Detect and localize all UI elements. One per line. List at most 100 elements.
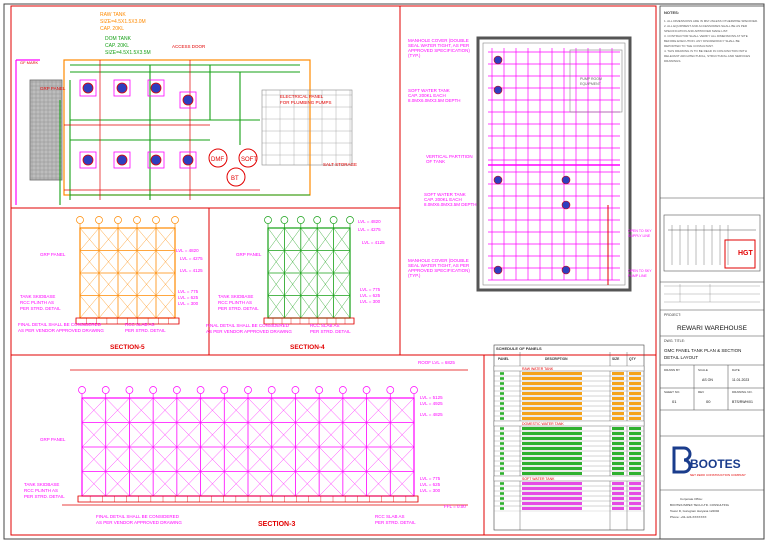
dom-tank-label-1: DOM TANK — [105, 36, 132, 42]
schedule-row-text — [522, 482, 582, 485]
schedule-row-qty — [629, 382, 641, 385]
s5-final-detail-2: AS PER VENDOR APPROVED DRAWING — [18, 328, 104, 333]
panel-brace — [366, 397, 391, 423]
dmf-label: DMF — [211, 157, 224, 163]
dwg-title-label: DWG. TITLE: — [664, 339, 685, 343]
soft-water-tank-plan: PUMP ROOM EQUIPMENT — [476, 36, 632, 292]
schedule-group-name: DOMESTIC WATER TANK — [522, 422, 564, 426]
notes-heading: NOTES: — [664, 10, 679, 15]
soft-tank-2-line-1: SOFT WATER TANK — [424, 192, 466, 197]
panel-brace — [271, 471, 296, 497]
panel-brace — [152, 397, 178, 423]
schedule-row-qty — [629, 397, 641, 400]
panel-brace — [317, 250, 334, 274]
pump-icon — [116, 82, 128, 94]
notes-lines: 1. ALL DIMENSIONS ARE IN MM UNLESS OTHER… — [664, 19, 758, 63]
panel-brace — [224, 471, 249, 497]
s5-lvl-300: LVL = 300 — [178, 301, 199, 306]
pump-icon — [116, 154, 128, 166]
vent-icon — [339, 386, 347, 394]
panel-brace — [267, 250, 285, 274]
company-logo — [672, 446, 692, 474]
electrical-panel-label-2: FOR PLUMBING PUMPS — [280, 100, 332, 105]
schedule-row-marker — [500, 417, 504, 420]
section-5-elevation — [75, 216, 180, 325]
pipe-network — [59, 60, 352, 205]
schedule-row-size — [612, 432, 624, 435]
panel-brace — [105, 397, 130, 423]
s3-lvl-5125: LVL = 5125 — [420, 395, 443, 400]
drawing-no: BTS/RWH/01 — [732, 400, 753, 404]
schedule-row-size — [612, 487, 624, 490]
schedule-row-size — [612, 467, 624, 470]
scale-label: SCALE — [698, 368, 708, 372]
ffl-label: FFL = 0.00 — [444, 504, 466, 509]
panel-brace — [129, 422, 154, 448]
panel-brace — [295, 471, 320, 497]
manhole-bottom-1: MANHOLE COVER (DOUBLE — [408, 258, 469, 263]
s4-lvl-4275: LVL = 4275 — [358, 227, 381, 232]
tank-wall-inner — [482, 42, 626, 286]
dwg-title-1: GMC PANEL TANK PLAN & SECTION — [664, 348, 741, 353]
soft-tank-2-line-2: CAP. 200KL EACH — [424, 197, 462, 202]
date-value: 11.01.2023 — [732, 378, 749, 382]
panel-brace — [295, 422, 320, 448]
room-outline — [63, 59, 311, 196]
panel-grid — [488, 48, 620, 285]
roof-level-label: ROOF LVL = 6825 — [418, 360, 455, 365]
panel-brace — [300, 227, 318, 251]
panel-brace — [98, 250, 119, 274]
panel-brace — [318, 397, 344, 423]
schedule-row-marker — [500, 507, 504, 510]
sheet-label: SHEET NO. — [664, 390, 680, 394]
schedule-row-text — [522, 432, 582, 435]
s5-rcc-slab-2: PER STRD. DETAIL — [125, 328, 166, 333]
dom-tank-label-3: SIZE=4.5X1.5X3.5M — [105, 50, 151, 56]
raw-tank-label-1: RAW TANK — [100, 12, 126, 18]
pump-icon — [82, 154, 94, 166]
plan-grp-panel-label: GRP PANEL — [40, 86, 66, 91]
panel-brace — [247, 471, 272, 497]
panel-brace — [317, 227, 334, 251]
project-label: PROJECT: — [664, 313, 681, 317]
s4-lvl-4125: LVL = 4125 — [362, 240, 385, 245]
pump-icon — [182, 154, 194, 166]
panel-brace — [176, 422, 201, 448]
softener-icon — [238, 148, 258, 168]
panel-brace — [390, 397, 415, 423]
schedule-row-marker — [500, 462, 504, 465]
right-note-2a: OPEN TO SKY — [628, 269, 652, 273]
panel-brace — [117, 272, 138, 296]
schedule-title: SCHEDULE OF PANELS — [496, 346, 542, 351]
panel-brace — [129, 471, 154, 497]
vent-icon — [133, 216, 141, 224]
schedule-row-size — [612, 442, 624, 445]
schedule-row-marker — [500, 452, 504, 455]
s5-tank-skid-1: TANK SKIDBASE — [20, 294, 55, 299]
schedule-row-text — [522, 462, 582, 465]
panel-brace — [300, 272, 318, 296]
schedule-col-header: DESCRIPTION — [545, 357, 568, 361]
panel-brace — [366, 422, 391, 448]
schedule-row-size — [612, 472, 624, 475]
vent-icon — [296, 216, 305, 224]
pump-frame — [147, 79, 165, 97]
schedule-col-header: QTY — [629, 357, 637, 361]
pump-frame — [113, 79, 131, 97]
soft-tank-2-line-3: 8.0MX6.0MX3.5M DEPTH — [424, 202, 477, 207]
panel-brace — [284, 272, 301, 296]
soft-tank-1-line-2: CAP. 200KL EACH — [408, 93, 446, 98]
s4-final-detail-2: AS PER VENDOR APPROVED DRAWING — [206, 329, 292, 334]
vent-icon — [346, 216, 354, 224]
panel-brace — [318, 471, 344, 497]
schedule-row-size — [612, 372, 624, 375]
schedule-row-text — [522, 507, 582, 510]
s4-tank-skid-1: TANK SKIDBASE — [218, 294, 253, 299]
address-1: Corporate Office: — [680, 497, 703, 501]
schedule-row-marker — [500, 442, 504, 445]
panel-brace — [271, 397, 296, 423]
pump-room-label-2: EQUIPMENT — [580, 82, 602, 86]
panel-brace — [267, 227, 285, 251]
schedule-row-size — [612, 497, 624, 500]
